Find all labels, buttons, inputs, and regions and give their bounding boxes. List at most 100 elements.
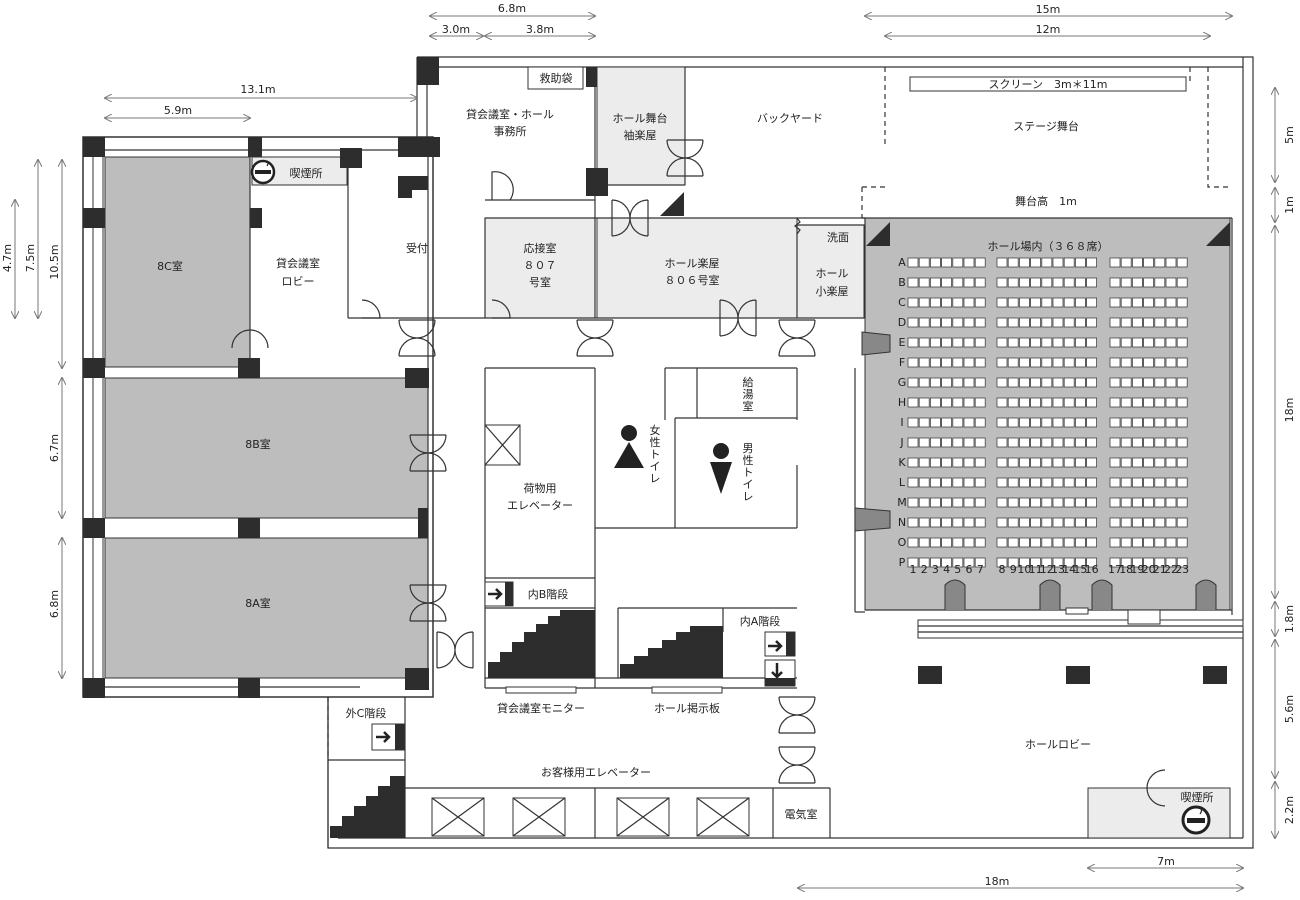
seat bbox=[1120, 297, 1132, 308]
seat bbox=[1030, 437, 1041, 448]
row-label: K bbox=[898, 456, 906, 469]
seat bbox=[1109, 457, 1121, 468]
dim-6-7: 6.7m bbox=[48, 434, 61, 462]
seat bbox=[1075, 397, 1086, 408]
seat bbox=[930, 437, 941, 448]
seat bbox=[1165, 337, 1177, 348]
seat bbox=[1109, 437, 1121, 448]
seat bbox=[1075, 417, 1086, 428]
seat bbox=[1052, 317, 1064, 328]
seat bbox=[974, 317, 986, 328]
seat bbox=[1109, 377, 1121, 388]
label-women-wc-3: イ bbox=[650, 460, 661, 473]
seat bbox=[1176, 477, 1188, 488]
seat-number: 17 bbox=[1108, 563, 1122, 576]
seat bbox=[963, 337, 975, 348]
seat bbox=[1132, 457, 1143, 468]
seat bbox=[974, 297, 986, 308]
row-label: J bbox=[899, 436, 903, 449]
seat bbox=[996, 517, 1008, 528]
row-label: A bbox=[898, 256, 906, 269]
seat bbox=[1019, 337, 1030, 348]
seat bbox=[907, 357, 919, 368]
seat bbox=[907, 537, 919, 548]
seat bbox=[1007, 437, 1019, 448]
seat bbox=[1143, 357, 1154, 368]
screen-bar bbox=[909, 76, 1187, 92]
label-electric: 電気室 bbox=[785, 807, 818, 821]
seat bbox=[1041, 397, 1053, 408]
seat bbox=[952, 477, 964, 488]
seat bbox=[1019, 377, 1030, 388]
seat bbox=[1030, 257, 1041, 268]
seat bbox=[1086, 357, 1097, 368]
seat bbox=[1143, 317, 1154, 328]
seat bbox=[930, 297, 941, 308]
seat bbox=[1176, 337, 1188, 348]
row-label: O bbox=[898, 536, 907, 549]
elevators bbox=[431, 424, 750, 837]
label-washroom: 洗面 bbox=[827, 231, 849, 244]
seat bbox=[1075, 517, 1086, 528]
seat bbox=[1030, 377, 1041, 388]
seat bbox=[1109, 277, 1121, 288]
seat bbox=[1063, 317, 1075, 328]
seat-number: 1 bbox=[910, 563, 917, 576]
seat bbox=[907, 477, 919, 488]
seat bbox=[930, 477, 941, 488]
dim-5-6: 5.6m bbox=[1283, 695, 1296, 723]
seat bbox=[1086, 257, 1097, 268]
label-bulletin: ホール掲示板 bbox=[654, 701, 720, 715]
seat bbox=[1154, 457, 1166, 468]
seat bbox=[1165, 537, 1177, 548]
label-reception: 受付 bbox=[406, 242, 428, 255]
seat bbox=[1154, 297, 1166, 308]
dim-18-bottom: 18m bbox=[985, 875, 1010, 888]
seat bbox=[1075, 297, 1086, 308]
seat bbox=[907, 277, 919, 288]
dim-7: 7m bbox=[1157, 855, 1175, 868]
seat bbox=[963, 417, 975, 428]
seat bbox=[1165, 437, 1177, 448]
seat bbox=[1052, 377, 1064, 388]
label-office-1: 貸会議室・ホール bbox=[466, 107, 554, 121]
dim-18-right: 18m bbox=[1283, 398, 1296, 423]
seat bbox=[963, 477, 975, 488]
row-label: N bbox=[898, 516, 906, 529]
seat bbox=[1030, 277, 1041, 288]
seat bbox=[1030, 397, 1041, 408]
seat bbox=[1154, 517, 1166, 528]
seat bbox=[1041, 537, 1053, 548]
seat bbox=[963, 457, 975, 468]
dim-6-8-left: 6.8m bbox=[48, 590, 61, 618]
label-women-wc-0: 女 bbox=[650, 423, 661, 437]
seat bbox=[1086, 497, 1097, 508]
seat bbox=[1075, 377, 1086, 388]
label-reception-room-2: ８０７ bbox=[524, 259, 557, 272]
row-label: P bbox=[899, 556, 906, 569]
seat bbox=[963, 257, 975, 268]
seat bbox=[1154, 477, 1166, 488]
seat bbox=[1120, 537, 1132, 548]
seat bbox=[1132, 277, 1143, 288]
seat bbox=[1041, 437, 1053, 448]
seat bbox=[1019, 277, 1030, 288]
dim-3-0: 3.0m bbox=[442, 23, 470, 36]
label-guest-elev: お客様用エレベーター bbox=[541, 765, 651, 779]
dim-5-9: 5.9m bbox=[164, 104, 192, 117]
seat bbox=[1007, 337, 1019, 348]
seat bbox=[1120, 557, 1132, 568]
seat bbox=[918, 257, 930, 268]
seat bbox=[1075, 477, 1086, 488]
seat bbox=[1063, 457, 1075, 468]
seat bbox=[1176, 457, 1188, 468]
label-women-wc-2: ト bbox=[650, 448, 661, 461]
room-8a bbox=[104, 537, 429, 679]
label-green-room-1: ホール楽屋 bbox=[665, 257, 720, 270]
label-kitchen-1: 給 bbox=[743, 375, 754, 389]
seat bbox=[1052, 417, 1064, 428]
seat bbox=[1154, 337, 1166, 348]
seat-number: 6 bbox=[966, 563, 973, 576]
seat bbox=[918, 477, 930, 488]
